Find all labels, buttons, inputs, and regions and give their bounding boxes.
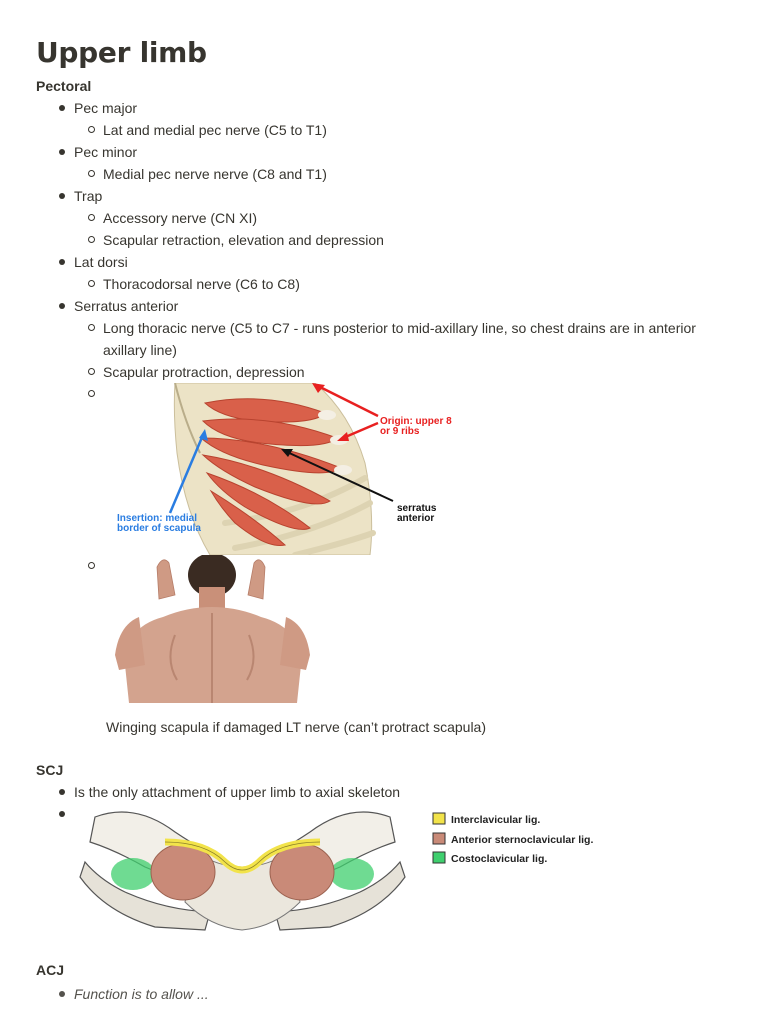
origin-label: or 9 ribs xyxy=(380,426,420,437)
legend-item: Costoclavicular lig. xyxy=(451,853,547,865)
legend-item: Interclavicular lig. xyxy=(451,814,540,826)
muscle-arrow xyxy=(284,450,394,502)
list-item: Is the only attachment of upper limb to … xyxy=(58,781,400,803)
list-item: Accessory nerve (CN XI) xyxy=(87,207,257,229)
list-item: Scapular retraction, elevation and depre… xyxy=(88,229,384,251)
list-item: Pec minor xyxy=(58,141,137,163)
muscle-label: serratus xyxy=(397,503,437,514)
list-item: Thoracodorsal nerve (C6 to C8) xyxy=(88,273,300,295)
list-item: Lat and medial pec nerve (C5 to T1) xyxy=(88,119,327,141)
list-item xyxy=(88,555,104,577)
list-item: Medial pec nerve nerve (C8 and T1) xyxy=(88,163,327,185)
page-title: Upper limb xyxy=(36,36,207,69)
list-item: Long thoracic nerve (C5 to C7 - runs pos… xyxy=(88,317,728,361)
scj-legend: Interclavicular lig. Anterior sternoclav… xyxy=(432,812,593,865)
list-item: Scapular protraction, depression xyxy=(88,361,305,383)
section-heading-acj: ACJ xyxy=(36,962,65,978)
insertion-arrow xyxy=(168,434,205,514)
winging-scapula-image xyxy=(115,555,310,703)
scj-ligaments-image: Interclavicular lig. Anterior sternoclav… xyxy=(75,802,610,937)
winging-caption: Winging scapula if damaged LT nerve (can… xyxy=(106,719,487,735)
list-item: Serratus anterior xyxy=(58,295,178,317)
muscle-label: anterior xyxy=(397,513,434,524)
origin-label: Origin: upper 8 xyxy=(380,416,452,427)
list-item: Trap xyxy=(58,185,102,207)
section-heading-pectoral: Pectoral xyxy=(36,78,92,94)
list-item: Function is to allow ... xyxy=(59,983,209,1005)
serratus-anterior-image: Origin: upper 8 or 9 ribs Insertion: med… xyxy=(115,383,460,555)
list-item xyxy=(59,803,75,825)
origin-arrow xyxy=(317,384,379,418)
insertion-label: Insertion: medial xyxy=(117,513,197,524)
legend-item: Anterior sternoclavicular lig. xyxy=(451,834,593,846)
list-item xyxy=(88,383,104,405)
list-item: Lat dorsi xyxy=(59,251,128,273)
insertion-label: border of scapula xyxy=(117,523,201,534)
list-item: Pec major xyxy=(58,97,137,119)
section-heading-scj: SCJ xyxy=(36,762,64,778)
